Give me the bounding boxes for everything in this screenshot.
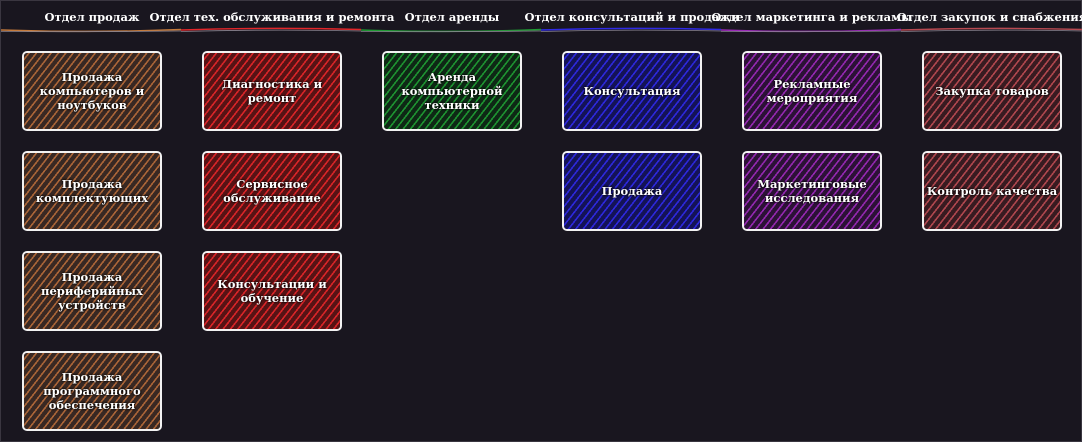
header-divider-segment [720, 28, 902, 33]
department-card[interactable]: Рекламные мероприятия [742, 51, 882, 131]
card-label: Маркетинговые исследования [757, 177, 867, 205]
card-label: Диагностика и ремонт [221, 77, 323, 105]
card-label: Контроль качества [926, 184, 1058, 198]
header-divider-segment [180, 27, 362, 31]
header-divider-segment [900, 27, 1082, 31]
department-card[interactable]: Продажа комплектующих [22, 151, 162, 231]
header-divider-segment [360, 28, 542, 33]
card-label: Продажа комплектующих [35, 177, 149, 205]
header-divider-segment [1, 28, 182, 33]
department-card[interactable]: Сервисное обслуживание [202, 151, 342, 231]
card-label: Аренда компьютерной техники [401, 70, 503, 112]
header-divider-segment-shadow [540, 29, 722, 32]
card-label: Продажа [601, 184, 663, 198]
header-divider-segment-shadow [360, 30, 542, 33]
header-divider-segment-shadow [720, 30, 902, 33]
department-card[interactable]: Консультация [562, 51, 702, 131]
department-card[interactable]: Продажа программного обеспечения [22, 351, 162, 431]
header-divider-segment-shadow [180, 29, 362, 32]
department-card[interactable]: Закупка товаров [922, 51, 1062, 131]
department-title: Отдел закупок и снабжения [896, 10, 1082, 24]
department-card[interactable]: Аренда компьютерной техники [382, 51, 522, 131]
card-label: Продажа программного обеспечения [43, 370, 141, 412]
header-divider-segment-shadow [900, 29, 1082, 32]
card-label: Консультации и обучение [217, 277, 327, 305]
header-divider-segment-shadow [1, 30, 182, 33]
department-card[interactable]: Диагностика и ремонт [202, 51, 342, 131]
department-title: Отдел тех. обслуживания и ремонта [149, 10, 395, 24]
card-label: Продажа периферийных устройств [41, 270, 143, 312]
card-label: Закупка товаров [935, 84, 1049, 98]
card-label: Продажа компьютеров и ноутбуков [39, 70, 145, 112]
department-card[interactable]: Маркетинговые исследования [742, 151, 882, 231]
department-card[interactable]: Продажа компьютеров и ноутбуков [22, 51, 162, 131]
card-label: Сервисное обслуживание [223, 177, 321, 205]
department-card[interactable]: Продажа периферийных устройств [22, 251, 162, 331]
card-label: Консультация [583, 84, 681, 98]
department-card[interactable]: Консультации и обучение [202, 251, 342, 331]
department-title: Отдел аренды [404, 10, 500, 24]
department-title: Отдел консультаций и продажи [524, 10, 740, 24]
card-label: Рекламные мероприятия [766, 77, 858, 105]
department-card[interactable]: Контроль качества [922, 151, 1062, 231]
header-divider-segment [540, 27, 722, 31]
department-title: Отдел маркетинга и рекламы [711, 10, 913, 24]
department-card[interactable]: Продажа [562, 151, 702, 231]
department-title: Отдел продаж [44, 10, 140, 24]
